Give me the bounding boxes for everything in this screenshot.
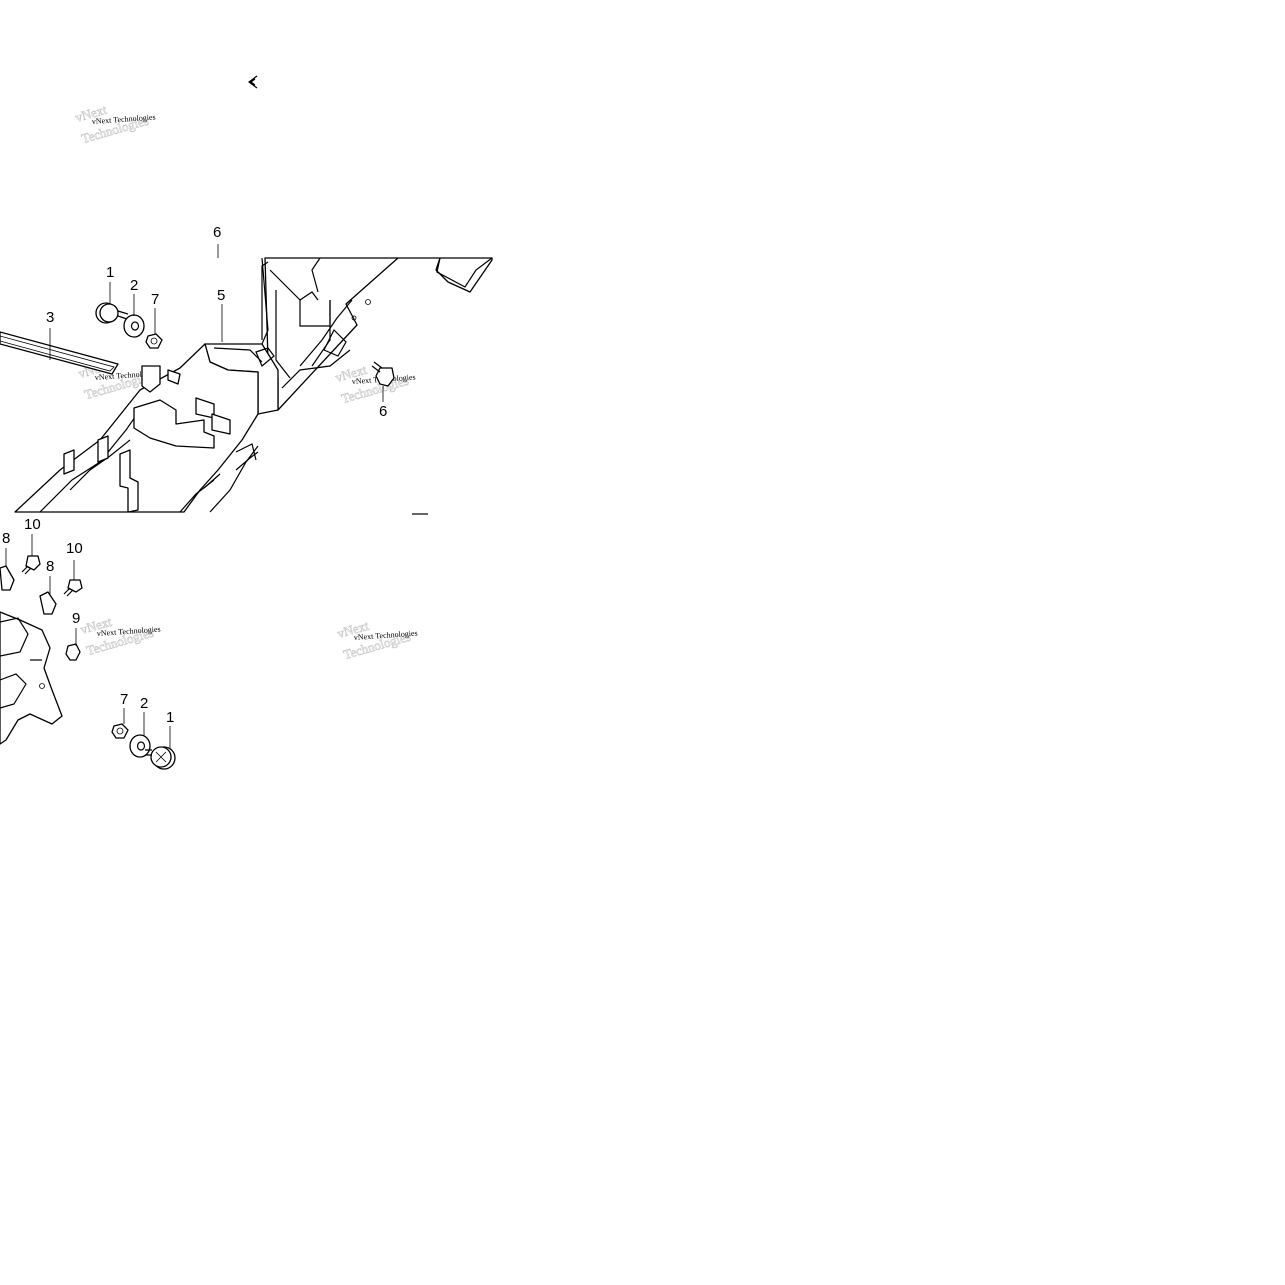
- callout-labels: 1 2 7 3 6 5 6 8 10 8 10 9 7 2 1: [2, 224, 387, 726]
- part-3-seal-strip: [0, 331, 119, 375]
- callout-9: 9: [72, 610, 80, 627]
- callout-6-right: 6: [379, 403, 387, 420]
- callout-5: 5: [217, 287, 225, 304]
- part-1-rubber-mount-bottom: [145, 746, 176, 770]
- leader-lines: [5, 244, 384, 748]
- callout-7-bottom: 7: [120, 691, 128, 708]
- callout-2-bottom: 2: [140, 695, 148, 712]
- part-2-washer-bottom: [129, 734, 151, 758]
- watermark-4: vNext Technologies vNext Technologies: [78, 613, 161, 658]
- part-6-bolt-right: [371, 361, 395, 387]
- part-10-bolt-left: [21, 555, 41, 575]
- rear-fender-upper: [14, 257, 493, 513]
- callout-8-left: 8: [2, 530, 10, 547]
- part-9-pin: [65, 643, 81, 661]
- callout-7-top: 7: [151, 291, 159, 308]
- part-8-clip-mid: [39, 591, 57, 615]
- watermark-3: vNext Technologies vNext Technologies: [333, 361, 416, 406]
- part-7-nut-bottom: [111, 723, 129, 739]
- callout-2-top: 2: [130, 277, 138, 294]
- part-7-nut-top: [145, 333, 163, 349]
- callout-8-mid: 8: [46, 558, 54, 575]
- svg-text:vNext Technologies: vNext Technologies: [97, 625, 161, 638]
- part-2-washer-top: [123, 314, 145, 338]
- callout-1-top: 1: [106, 264, 114, 281]
- callout-1-bottom: 1: [166, 709, 174, 726]
- callout-3: 3: [46, 309, 54, 326]
- callout-6-top: 6: [213, 224, 221, 241]
- watermark-5: vNext Technologies vNext Technologies: [335, 617, 418, 662]
- callout-10-right: 10: [66, 540, 83, 557]
- svg-text:vNext Technologies: vNext Technologies: [92, 113, 156, 126]
- part-8-clip-left: [0, 565, 15, 591]
- part-1-rubber-mount-top: [95, 302, 129, 324]
- part-10-bolt-right: [63, 579, 83, 597]
- callout-10-left: 10: [24, 516, 41, 533]
- svg-text:vNext Technologies: vNext Technologies: [354, 629, 418, 642]
- direction-arrow-icon: [248, 75, 258, 89]
- rear-fender-lower: [0, 611, 63, 745]
- watermark-1: vNext Technologies vNext Technologies: [73, 101, 156, 146]
